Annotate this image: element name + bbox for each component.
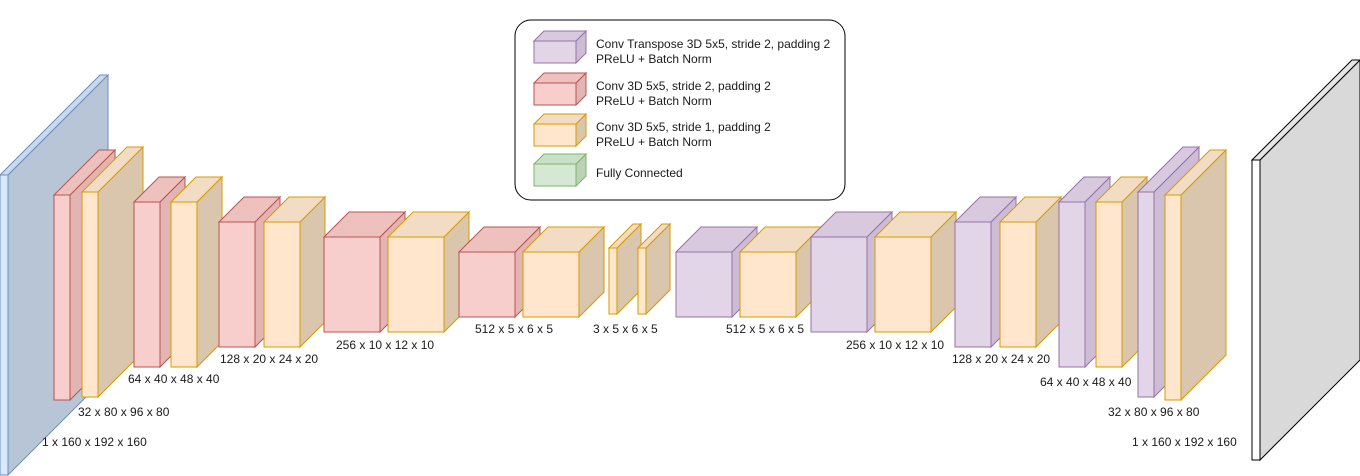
block-side-face	[1259, 59, 1360, 462]
dim-label-15: 512 x 5 x 6 x 5	[726, 322, 804, 336]
dim-label-5: 64 x 40 x 48 x 40	[128, 372, 220, 386]
layer-12-conv-s1-block	[607, 222, 643, 316]
layer-9-conv-s1-block	[386, 210, 471, 334]
dim-label-3: 32 x 80 x 96 x 80	[78, 405, 170, 419]
legend-label-line1: Conv Transpose 3D 5x5, stride 2, padding…	[596, 37, 830, 51]
block-front-face	[810, 236, 868, 333]
legend-swatch-icon	[532, 152, 588, 188]
dim-label-21: 64 x 40 x 48 x 40	[1040, 375, 1132, 389]
block-side-face	[196, 175, 223, 369]
block-front-face	[0, 174, 9, 476]
layer-23-conv-s1-block	[1163, 148, 1228, 402]
dim-label-1: 1 x 160 x 192 x 160	[42, 435, 147, 449]
block-front-face	[218, 221, 256, 348]
block-front-face	[1095, 201, 1123, 368]
legend-frame	[514, 19, 846, 201]
layer-3-conv-s1-block	[80, 145, 145, 399]
block-front-face	[739, 251, 797, 318]
legend-swatch-icon	[532, 71, 588, 107]
block-front-face	[608, 247, 618, 315]
block-front-face	[999, 221, 1037, 348]
layer-19-conv-s1-block	[998, 195, 1063, 349]
block-front-face	[874, 236, 932, 333]
legend-label-line1: Conv 3D 5x5, stride 1, padding 2	[596, 120, 771, 134]
legend-label-line1: Conv 3D 5x5, stride 2, padding 2	[596, 79, 771, 93]
legend-item-fc: Fully Connected	[532, 152, 683, 188]
legend-swatch-icon	[532, 29, 588, 65]
layer-17-conv-s1-block	[873, 210, 958, 334]
legend-label-line1: Fully Connected	[596, 166, 683, 180]
block-side-face	[1035, 195, 1062, 349]
block-front-face	[1137, 191, 1155, 398]
block-side-face	[299, 195, 326, 349]
block-front-face	[1251, 159, 1261, 461]
dim-label-13: 3 x 5 x 6 x 5	[593, 322, 658, 336]
layer-5-conv-s1-block	[169, 175, 224, 369]
dim-label-9: 256 x 10 x 12 x 10	[336, 338, 434, 352]
block-front-face	[1058, 201, 1086, 368]
layer-11-conv-s1-block	[521, 225, 606, 319]
legend-swatch-icon	[532, 112, 588, 148]
layer-13-conv-s1-block	[636, 222, 672, 316]
legend-item-transpose: Conv Transpose 3D 5x5, stride 2, padding…	[532, 29, 830, 66]
block-front-face	[263, 221, 301, 348]
dim-label-17: 256 x 10 x 12 x 10	[846, 338, 944, 352]
dim-label-23: 32 x 80 x 96 x 80	[1108, 405, 1200, 419]
block-front-face	[954, 221, 992, 348]
dim-label-24: 1 x 160 x 192 x 160	[1132, 435, 1237, 449]
block-front-face	[522, 251, 580, 318]
block-front-face	[1164, 194, 1182, 401]
block-front-face	[323, 236, 381, 333]
block-front-face	[170, 201, 198, 368]
layer-15-conv-s1-block	[738, 225, 823, 319]
legend: Conv Transpose 3D 5x5, stride 2, padding…	[514, 19, 846, 201]
legend-label-line2: PReLU + Batch Norm	[596, 94, 712, 108]
block-front-face	[458, 251, 516, 318]
block-front-face	[53, 194, 71, 401]
legend-label-line2: PReLU + Batch Norm	[596, 135, 712, 149]
block-front-face	[387, 236, 445, 333]
block-front-face	[637, 247, 647, 315]
dim-label-19: 128 x 20 x 24 x 20	[952, 352, 1050, 366]
block-front-face	[81, 191, 99, 398]
legend-label-line2: PReLU + Batch Norm	[596, 52, 712, 66]
block-front-face	[675, 251, 733, 318]
block-front-face	[133, 201, 161, 368]
dimension-labels: 1 x 160 x 192 x 160 32 x 80 x 96 x 80 64 x…	[42, 322, 1237, 449]
layer-blocks	[0, 59, 1360, 476]
layer-7-conv-s1-block	[262, 195, 327, 349]
layer-24-output-block	[1250, 59, 1360, 462]
dim-label-11: 512 x 5 x 6 x 5	[475, 322, 553, 336]
dim-label-7: 128 x 20 x 24 x 20	[220, 352, 318, 366]
